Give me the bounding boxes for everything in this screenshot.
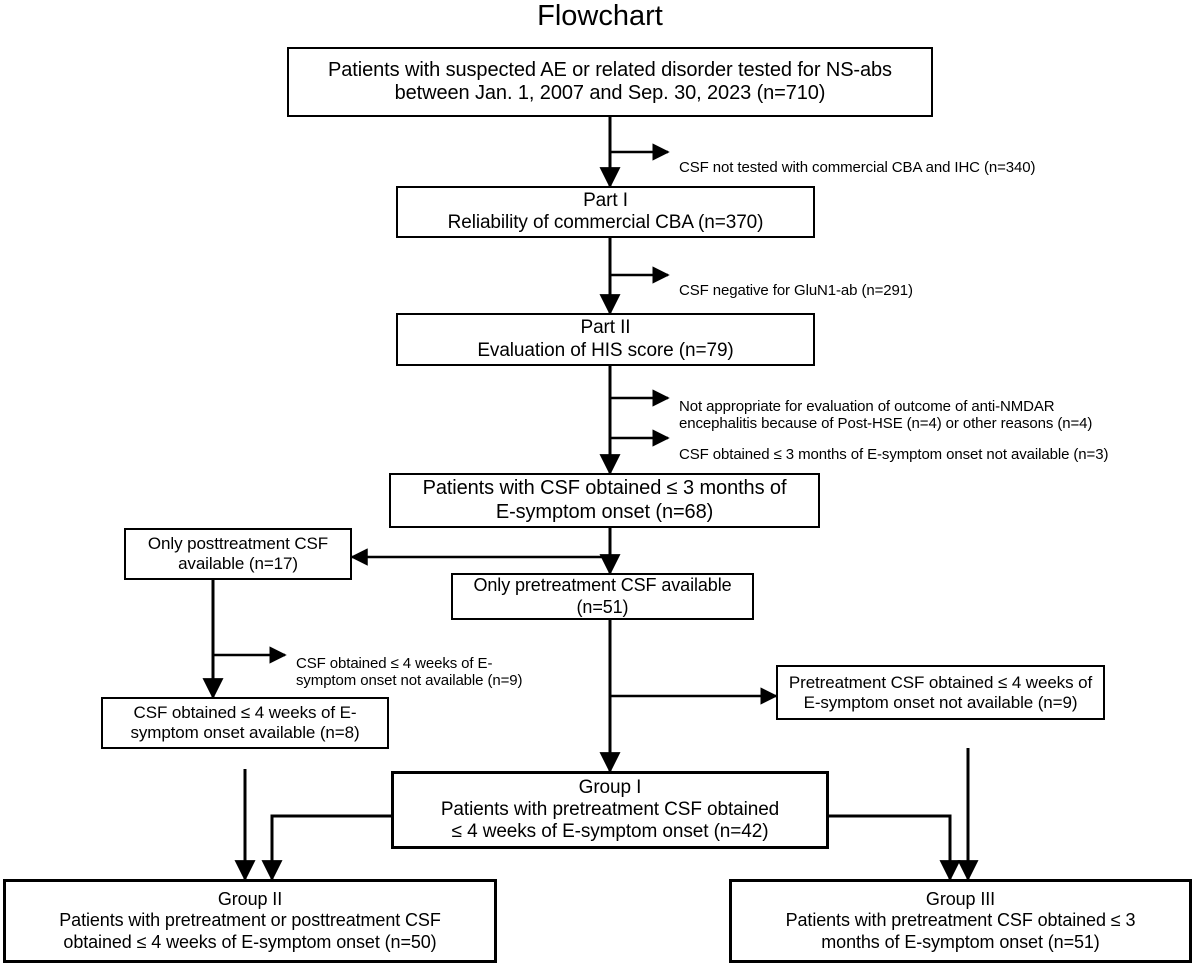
node-cohort: Patients with suspected AE or related di… <box>287 47 933 117</box>
node-csf-3-months-label: Patients with CSF obtained ≤ 3 months of… <box>422 477 787 523</box>
annotation-glun1-negative-label: CSF negative for GluN1-ab (n=291) <box>679 281 913 299</box>
annotation-post-4-weeks-unavailable-label: CSF obtained ≤ 4 weeks of E- symptom ons… <box>296 654 523 690</box>
annotation-csf-3-months-unavailable: CSF obtained ≤ 3 months of E-symptom ons… <box>679 428 1191 463</box>
node-pretreatment-only: Only pretreatment CSF available (n=51) <box>451 573 754 620</box>
annotation-no-cba-ihc-label: CSF not tested with commercial CBA and I… <box>679 158 1036 176</box>
node-group-2: Group II Patients with pretreatment or p… <box>3 879 497 963</box>
node-csf-3-months: Patients with CSF obtained ≤ 3 months of… <box>389 473 820 528</box>
node-post-4-weeks-available: CSF obtained ≤ 4 weeks of E- symptom ons… <box>101 697 389 749</box>
annotation-post-4-weeks-unavailable: CSF obtained ≤ 4 weeks of E- symptom ons… <box>296 637 556 690</box>
node-posttreatment-only: Only posttreatment CSF available (n=17) <box>124 528 352 580</box>
node-part-2: Part II Evaluation of HIS score (n=79) <box>396 313 815 366</box>
node-group-2-label: Group II Patients with pretreatment or p… <box>59 889 441 952</box>
node-pre-4-weeks-unavailable: Pretreatment CSF obtained ≤ 4 weeks of E… <box>776 665 1105 720</box>
node-pre-4-weeks-unavailable-label: Pretreatment CSF obtained ≤ 4 weeks of E… <box>788 672 1093 712</box>
annotation-csf-3-months-unavailable-label: CSF obtained ≤ 3 months of E-symptom ons… <box>679 445 1109 463</box>
node-group-1: Group I Patients with pretreatment CSF o… <box>391 771 829 849</box>
annotation-glun1-negative: CSF negative for GluN1-ab (n=291) <box>679 264 1099 299</box>
node-part-1: Part I Reliability of commercial CBA (n=… <box>396 186 815 238</box>
node-group-1-label: Group I Patients with pretreatment CSF o… <box>440 776 780 843</box>
node-part-1-label: Part I Reliability of commercial CBA (n=… <box>447 189 764 233</box>
node-posttreatment-only-label: Only posttreatment CSF available (n=17) <box>147 534 329 573</box>
node-group-3: Group III Patients with pretreatment CSF… <box>729 879 1192 963</box>
node-pretreatment-only-label: Only pretreatment CSF available (n=51) <box>473 575 732 617</box>
node-part-2-label: Part II Evaluation of HIS score (n=79) <box>477 317 734 361</box>
node-group-3-label: Group III Patients with pretreatment CSF… <box>785 889 1136 952</box>
node-post-4-weeks-available-label: CSF obtained ≤ 4 weeks of E- symptom ons… <box>130 703 360 742</box>
node-cohort-label: Patients with suspected AE or related di… <box>328 58 892 104</box>
annotation-not-appropriate: Not appropriate for evaluation of outcom… <box>679 380 1191 433</box>
annotation-not-appropriate-label: Not appropriate for evaluation of outcom… <box>679 397 1093 433</box>
annotation-no-cba-ihc: CSF not tested with commercial CBA and I… <box>679 141 1189 176</box>
page-title: Flowchart <box>537 0 663 32</box>
